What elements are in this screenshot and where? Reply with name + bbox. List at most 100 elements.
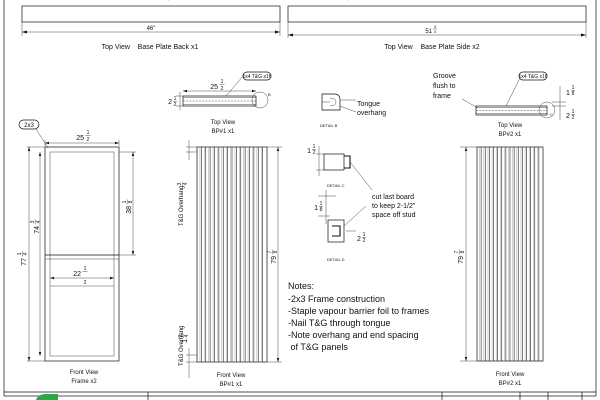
bp2-front-caption-line1: Front View xyxy=(496,372,525,378)
bp1-front-caption-line2: BP#1 x1 xyxy=(220,382,243,388)
detail-c: 1 1 2 DETAIL C xyxy=(307,144,373,191)
sheet-border xyxy=(3,0,597,397)
frame-upper-height-whole: 38 xyxy=(126,206,133,214)
bp2-boards xyxy=(479,147,540,361)
svg-text:3: 3 xyxy=(30,220,36,223)
detail-d: 1 1 8 2 1 2 DETAIL D xyxy=(314,190,367,262)
svg-text:2: 2 xyxy=(221,86,224,92)
bp2-callout-bubble xyxy=(518,71,548,81)
svg-text:4: 4 xyxy=(184,334,190,337)
bp2-front-caption-line2: BP#2 x1 xyxy=(499,381,522,387)
svg-text:8: 8 xyxy=(460,250,466,253)
note-item: -2x3 Frame construction xyxy=(288,294,385,304)
svg-text:8: 8 xyxy=(128,200,134,203)
bp1-top-caption-line1: Top View xyxy=(211,120,236,126)
base-side-length-whole: 51 xyxy=(425,29,432,35)
bp2-dim-top-whole: 1 xyxy=(566,90,570,97)
bp1-overhang-top-label: T&G Overhang xyxy=(179,186,185,226)
bp2-front-view: 79 7 8 Front View BP#2 x1 xyxy=(454,146,544,387)
svg-text:1: 1 xyxy=(84,266,87,272)
svg-text:1: 1 xyxy=(363,232,366,238)
svg-text:1: 1 xyxy=(17,252,23,255)
company-logo xyxy=(36,394,58,400)
base-back-caption: Top View Base Plate Back x1 xyxy=(102,44,199,51)
bp1-overhang-bottom-label: T&G Overhang xyxy=(179,326,185,366)
bp2-callout-text: 1x4 T&G x16 xyxy=(518,74,547,80)
groove-note-line2: flush to xyxy=(433,83,456,90)
notes-block: Notes: -2x3 Frame construction -Staple v… xyxy=(288,281,430,352)
frame-caption-line2: Frame x2 xyxy=(71,379,97,385)
bp1-top-caption-line2: BP#1 x1 xyxy=(212,129,235,135)
bp1-width-whole: 25 xyxy=(210,84,218,91)
bp1-front-view: 3 4 T&G Overhang 1 3 4 T&G Overhang 79 7… xyxy=(177,140,282,388)
detail-b: Tongue overhang DETAIL B xyxy=(320,93,386,128)
cut-note-line3: space off stud xyxy=(372,212,416,219)
svg-text:2: 2 xyxy=(174,102,177,108)
bp1-front-caption-line1: Front View xyxy=(217,373,246,379)
svg-text:1: 1 xyxy=(572,85,575,91)
detail-b-callout-line2: overhang xyxy=(357,110,386,117)
detail-d-dim-top-whole: 1 xyxy=(314,205,318,212)
bp1-overhang-top-frac-num: 3 xyxy=(177,182,183,185)
base-plate-back xyxy=(21,5,281,23)
bp1-depth-whole: 2 xyxy=(168,99,172,106)
note-item: -Nail T&G through tongue xyxy=(288,318,390,328)
svg-text:3: 3 xyxy=(178,334,184,337)
detail-b-board xyxy=(321,93,341,111)
notes-heading: Notes: xyxy=(288,281,314,291)
svg-text:2: 2 xyxy=(313,150,316,156)
bp1-overhang-bottom-whole: 1 xyxy=(182,339,189,343)
cut-note: cut last board to keep 2-1/2" space off … xyxy=(372,194,416,219)
bp1-boards xyxy=(199,147,263,362)
svg-text:4: 4 xyxy=(434,29,437,34)
svg-text:2: 2 xyxy=(572,115,575,121)
detail-c-board xyxy=(323,153,345,171)
detail-d-board xyxy=(327,219,345,243)
note-item: -Note overhang and end spacing xyxy=(288,330,419,340)
bp2-dim-side-whole: 2 xyxy=(566,113,570,120)
base-side-caption: Top View Base Plate Side x2 xyxy=(384,44,479,51)
svg-text:4: 4 xyxy=(23,252,29,255)
detail-c-label: DETAIL C xyxy=(327,183,345,188)
svg-text:1: 1 xyxy=(572,109,575,115)
svg-text:1: 1 xyxy=(174,96,177,102)
svg-text:1: 1 xyxy=(313,144,316,150)
svg-text:2: 2 xyxy=(363,238,366,244)
cut-note-line2: to keep 2-1/2" xyxy=(372,203,416,210)
detail-b-callout-line1: Tongue xyxy=(357,101,380,108)
frame-width-whole: 25 xyxy=(76,135,84,142)
title-block xyxy=(4,391,596,400)
svg-text:4: 4 xyxy=(36,220,42,223)
svg-text:1: 1 xyxy=(87,130,90,136)
base-plate-back-view: 46" Top View Base Plate Back x1 xyxy=(21,0,281,51)
detail-b-label: DETAIL B xyxy=(320,123,338,128)
frame-overall-height-whole: 77 xyxy=(21,258,28,266)
note-item: -Staple vapour barrier foil to frames xyxy=(288,306,430,316)
frame-caption-line1: Front View xyxy=(70,370,99,376)
frame-outer xyxy=(44,146,120,362)
bp1-top-view: 1x4 T&G x16 25 1 2 B 2 1 2 Top View BP#1… xyxy=(168,71,272,135)
frame-callout-text: 2x3 xyxy=(24,123,34,129)
svg-text:3: 3 xyxy=(434,24,437,29)
svg-text:4: 4 xyxy=(183,182,189,185)
detail-c-dim-whole: 1 xyxy=(307,148,311,155)
svg-text:B: B xyxy=(268,92,271,97)
bp2-top-caption-line1: Top View xyxy=(498,123,523,129)
frame-inner xyxy=(49,151,115,357)
frame-front-view: 2x3 25 1 2 77 1 4 xyxy=(17,119,136,385)
cut-note-line1: cut last board xyxy=(372,194,414,201)
svg-text:8: 8 xyxy=(320,207,323,213)
svg-text:2: 2 xyxy=(87,137,90,143)
bp2-detail-circle xyxy=(538,101,556,119)
frame-height-whole: 74 xyxy=(34,226,41,234)
svg-text:8: 8 xyxy=(273,250,279,253)
bp2-height-whole: 79 xyxy=(458,256,465,264)
svg-text:1: 1 xyxy=(122,200,128,203)
svg-text:8: 8 xyxy=(572,91,575,97)
base-plate-side-view: 51 3 4 Top View Base Plate Side x2 xyxy=(287,0,587,51)
svg-text:C: C xyxy=(550,112,553,117)
base-plate-side xyxy=(287,5,587,23)
svg-text:1: 1 xyxy=(221,79,224,85)
svg-text:7: 7 xyxy=(267,250,273,253)
